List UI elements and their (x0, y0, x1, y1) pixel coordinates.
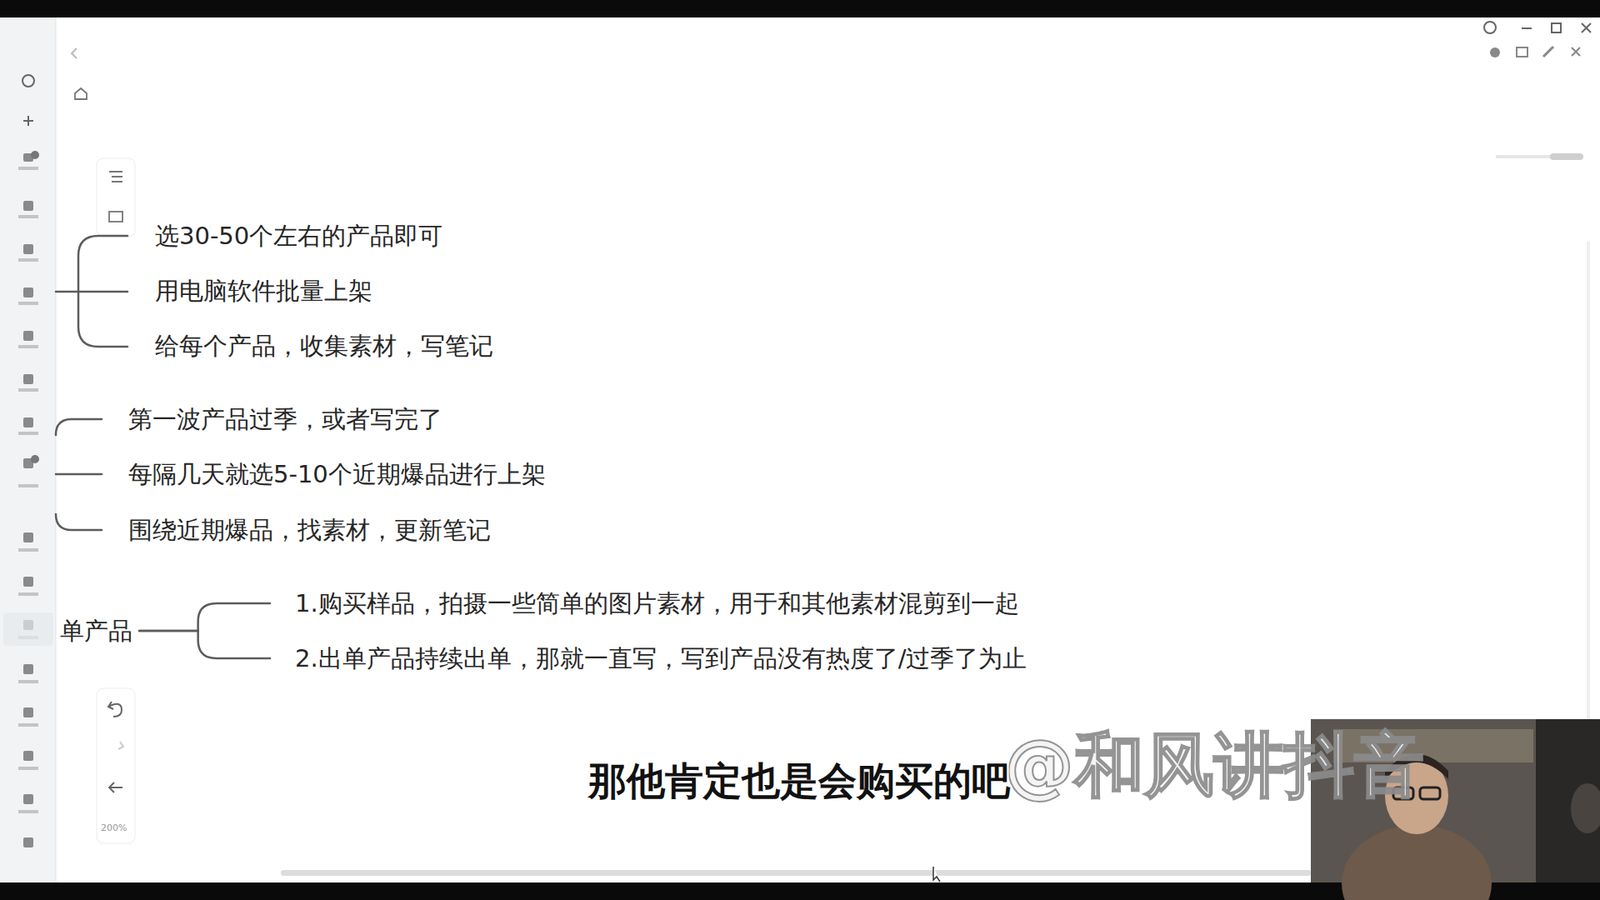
zoom-level: 200% (100, 818, 127, 835)
topic-node: 用电脑软件批量上架 (155, 275, 373, 306)
topic-text: 每隔几天就选5-10个近期爆品进行上架 (128, 459, 546, 490)
topic-text: 围绕近期爆品，找素材，更新笔记 (128, 515, 491, 545)
topic-node: 2.出单产品持续出单，那就一直写，写到产品没有热度了/过季了为止 (295, 643, 1027, 674)
topic-node: 第一波产品过季，或者写完了 (128, 404, 443, 435)
subtitle: 那他肯定也是会购买的吧 (588, 756, 1010, 805)
topic-text: 用电脑软件批量上架 (155, 275, 373, 306)
watermark: @和风讲抖音 (1004, 723, 1425, 807)
topic-text: 第一波产品过季，或者写完了 (128, 404, 443, 435)
topic-node: 1.购买样品，拍摄一些简单的图片素材，用于和其他素材混剪到一起 (295, 588, 1020, 619)
topic-node: 选30-50个左右的产品即可 (155, 220, 443, 251)
topic-text: 1.购买样品，拍摄一些简单的图片素材，用于和其他素材混剪到一起 (295, 588, 1020, 619)
topic-node: 围绕近期爆品，找素材，更新笔记 (128, 515, 491, 545)
bracket-connector (139, 630, 270, 659)
subtitle-text: 那他肯定也是会购买的吧 (588, 756, 1010, 805)
topic-node: 给每个产品，收集素材，写笔记 (155, 330, 494, 361)
watermark-text: @和风讲抖音 (1004, 723, 1425, 807)
topic-node: 单产品 (60, 615, 133, 646)
topic-text: 给每个产品，收集素材，写笔记 (155, 330, 494, 361)
topic-node: 每隔几天就选5-10个近期爆品进行上架 (128, 459, 546, 490)
topic-text: 单产品 (60, 615, 133, 646)
bracket-connector (139, 603, 270, 631)
topic-text: 选30-50个左右的产品即可 (155, 220, 443, 251)
topic-text: 2.出单产品持续出单，那就一直写，写到产品没有热度了/过季了为止 (295, 643, 1027, 674)
zoom-text: 200% (100, 822, 127, 835)
